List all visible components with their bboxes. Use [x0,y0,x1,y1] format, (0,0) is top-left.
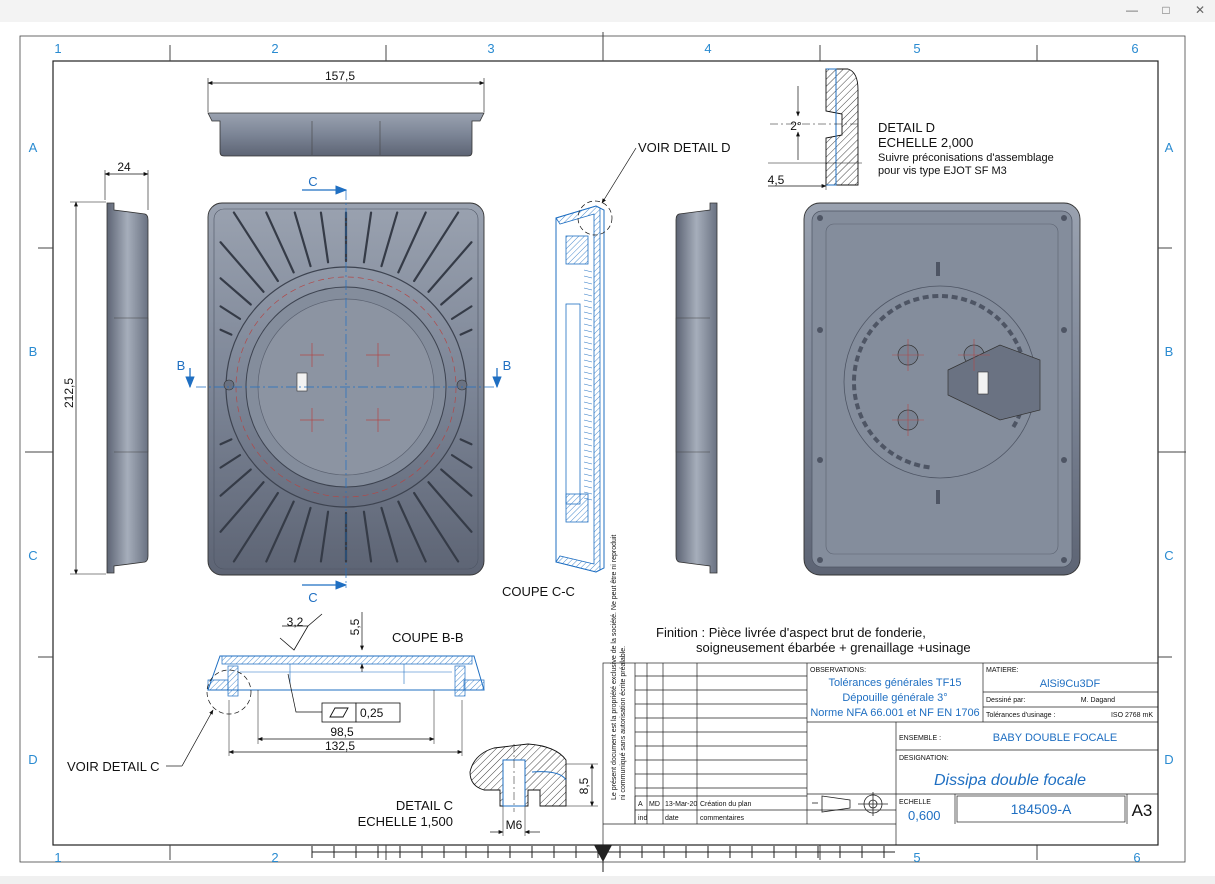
header-ind: ind [638,815,647,822]
zone-col-4-top: 4 [704,41,711,56]
dim-detail-d-angle: 2° [790,119,802,133]
zone-col-1-bottom: 1 [54,850,61,865]
detail-d-note-2: pour vis type EJOT SF M3 [878,165,1007,177]
minimize-button[interactable]: — [1115,0,1149,22]
top-view: 157,5 [207,69,485,157]
zone-col-2-bottom: 2 [271,850,278,865]
echelle-label: ECHELLE [899,799,931,806]
maximize-icon: □ [1162,3,1170,17]
zone-row-d-left: D [28,752,37,767]
status-bar [0,876,1215,884]
zone-col-6-top: 6 [1131,41,1138,56]
zone-row-b-right: B [1165,344,1174,359]
sheet-format: A3 [1132,801,1153,820]
zone-col-2-top: 2 [271,41,278,56]
front-view: C C B B [177,174,512,605]
roughness-value: 3,2 [287,615,304,629]
window-titlebar: — □ ✕ [0,0,1215,22]
minimize-icon: — [1126,3,1138,17]
observations-line-2: Dépouille générale 3° [842,692,947,704]
section-c-label-bottom: C [308,590,317,605]
dim-top-width: 157,5 [325,69,355,83]
dim-b-section-inner: 98,5 [330,725,354,739]
flatness-value: 0,25 [360,706,384,720]
drawing-sheet: 1 2 3 4 5 6 1 2 5 6 A B C D A B C D 157,… [19,32,1186,872]
header-date: date [665,815,679,822]
title-block-text: Le présent document est la propriété exc… [611,535,1153,823]
dim-detail-d-offset: 4,5 [768,173,785,187]
detail-d-scale: ECHELLE 2,000 [878,135,973,150]
part-number: 184509-A [1011,801,1072,817]
ensemble-value: BABY DOUBLE FOCALE [993,732,1118,744]
observations-label: OBSERVATIONS: [810,667,866,674]
dim-b-section-overall: 132,5 [325,739,355,753]
tolerances-label: Tolérances d'usinage : [986,712,1055,719]
detail-d-view: 2° 4,5 DETAIL D ECHELLE 2,000 Suivre pré… [768,68,1054,190]
dim-detail-c-thread: M6 [506,818,523,832]
left-side-view: 24 212,5 [62,160,149,575]
dim-height: 212,5 [62,378,76,408]
header-comment: commentaires [700,815,744,822]
rev-date: 13-Mar-20 [665,801,697,808]
flatness-icon [329,707,349,718]
svg-text:Le présent document est la pro: Le présent document est la propriété exc… [611,535,618,800]
zone-row-c-left: C [28,548,37,563]
finish-note-line-2: soigneusement ébarbée + grenaillage +usi… [696,640,971,655]
dim-detail-c-height: 8,5 [577,777,591,794]
section-b-label-right: B [503,358,512,373]
voir-detail-d-label: VOIR DETAIL D [638,140,730,155]
zone-row-a-left: A [29,140,38,155]
ensemble-label: ENSEMBLE : [899,735,941,742]
dim-side-width: 24 [117,160,131,174]
rev-by: MD [649,801,660,808]
section-c-label-top: C [308,174,317,189]
dessine-label: Dessiné par: [986,697,1025,704]
matiere-value: AlSi9Cu3DF [1040,678,1101,690]
close-icon: ✕ [1194,3,1206,17]
zone-row-d-right: D [1164,752,1173,767]
dim-b-section-height: 5,5 [348,618,362,635]
zone-col-3-top: 3 [487,41,494,56]
designation-label: DESIGNATION: [899,755,949,762]
zone-col-1-top: 1 [54,41,61,56]
zone-row-c-right: C [1164,548,1173,563]
detail-d-title: DETAIL D [878,120,935,135]
back-view [803,202,1081,576]
designation-value: Dissipa double focale [934,772,1086,789]
section-bb-view: VOIR DETAIL C 5,5 COUPE B-B 3,2 0,25 98,… [67,612,485,774]
coupe-bb-label: COUPE B-B [392,630,464,645]
zone-col-5-top: 5 [913,41,920,56]
zone-col-5-bottom: 5 [913,850,920,865]
zone-row-b-left: B [29,344,38,359]
tolerances-value: ISO 2768 mK [1111,712,1153,719]
section-b-label-left: B [177,358,186,373]
rev-index: A [638,801,643,808]
close-button[interactable]: ✕ [1183,0,1215,22]
maximize-button[interactable]: □ [1149,0,1183,22]
detail-c-title: DETAIL C [396,798,453,813]
title-block [602,662,1159,846]
rev-comment: Création du plan [700,801,751,808]
detail-d-note-1: Suivre préconisations d'assemblage [878,152,1054,164]
observations-line-3: Norme NFA 66.001 et NF EN 1706 [810,707,979,719]
voir-detail-c-label: VOIR DETAIL C [67,759,159,774]
matiere-label: MATIERE: [986,667,1019,674]
right-side-view [675,202,718,574]
detail-c-view: 8,5 M6 DETAIL C ECHELLE 1,500 [358,743,598,836]
zone-col-6-bottom: 6 [1133,850,1140,865]
observations-line-1: Tolérances générales TF15 [828,677,961,689]
echelle-value: 0,600 [908,808,941,823]
finish-note-line-1: Finition : Pièce livrée d'aspect brut de… [656,625,926,640]
coupe-cc-label: COUPE C-C [502,584,575,599]
zone-row-a-right: A [1165,140,1174,155]
section-cc-view: VOIR DETAIL D COUPE C-C [502,140,730,599]
detail-c-scale: ECHELLE 1,500 [358,814,453,829]
projection-icon [812,792,888,816]
svg-text:ni communiqué sans autorisatio: ni communiqué sans autorisation écrite p… [620,646,627,800]
zone-labels: 1 2 3 4 5 6 1 2 5 6 A B C D A B C D [28,41,1173,865]
dessine-value: M. Dagand [1081,697,1115,704]
